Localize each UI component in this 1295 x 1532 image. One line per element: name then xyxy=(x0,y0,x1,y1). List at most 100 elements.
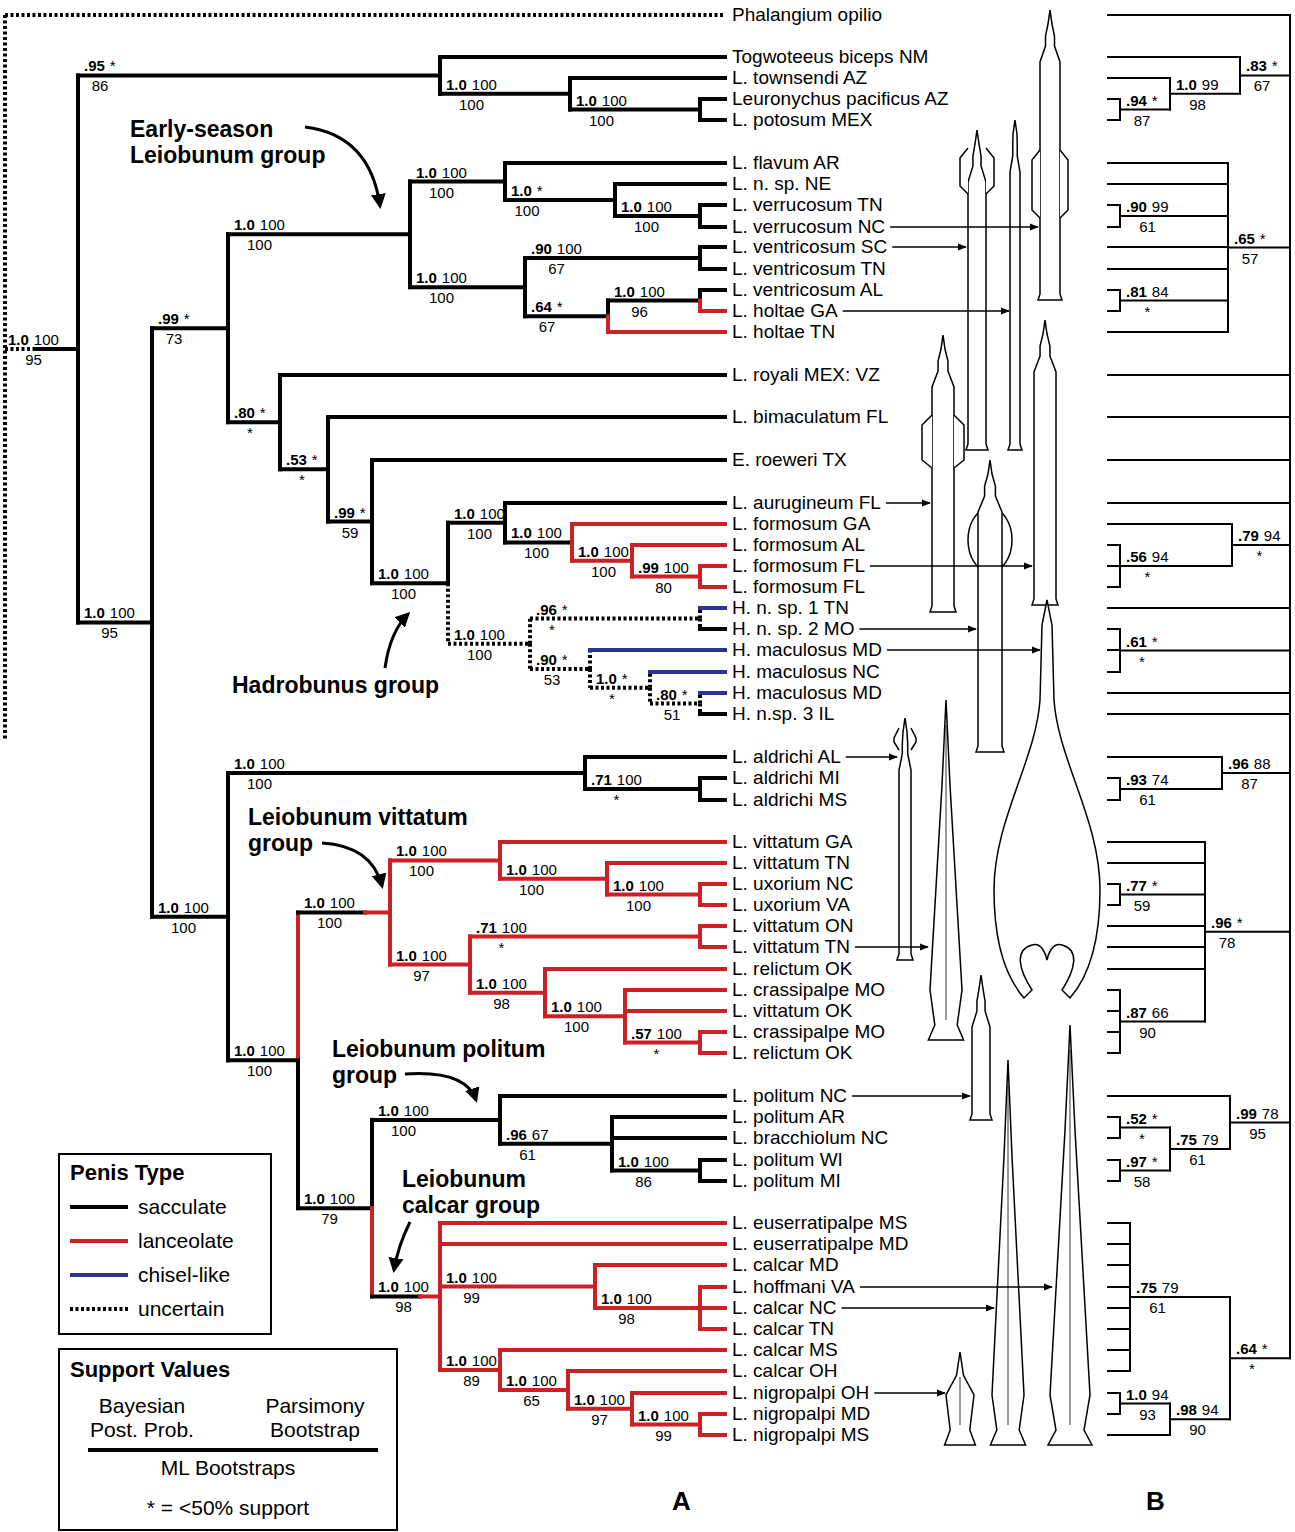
support-values: 1.0100 xyxy=(446,77,497,92)
shaft-midline xyxy=(1008,1085,1009,1425)
posterior-probability: .80 xyxy=(234,404,255,421)
parsimony-bootstrap: 100 xyxy=(502,919,527,936)
branch-vertical xyxy=(606,316,610,332)
branch xyxy=(700,1051,725,1055)
ml-bootstrap: 100 xyxy=(416,185,467,200)
group-pointer-arrow xyxy=(394,1222,410,1270)
support-values: 1.0100 xyxy=(396,948,447,963)
branch xyxy=(700,309,725,313)
posterior-probability: 1.0 xyxy=(578,543,599,560)
posterior-probability: .99 xyxy=(158,310,179,327)
branch xyxy=(700,118,725,122)
parsimony-bootstrap: * xyxy=(557,298,563,315)
taxon-name: L. aurugineum FL xyxy=(732,492,881,514)
branch xyxy=(1108,162,1228,164)
branch xyxy=(1108,310,1120,312)
branch-vertical xyxy=(630,1393,634,1409)
taxon-name: L. nigropalpi OH xyxy=(732,1382,869,1404)
penis-drawing xyxy=(928,700,963,1040)
posterior-probability: .97 xyxy=(1126,1153,1147,1170)
parsimony-bootstrap: 100 xyxy=(260,755,285,772)
posterior-probability: .96 xyxy=(506,1126,527,1143)
support-values: 1.0100 xyxy=(614,284,665,299)
support-values: .80* xyxy=(234,405,266,420)
taxon-name: H. n. sp. 1 TN xyxy=(732,597,849,619)
branch xyxy=(615,182,725,186)
branch-vertical xyxy=(593,1287,597,1309)
ml-bootstrap: 100 xyxy=(576,113,627,128)
ml-bootstrap: 65 xyxy=(506,1393,557,1408)
branch-vertical xyxy=(226,234,230,328)
branch-vertical xyxy=(1119,1011,1121,1022)
ml-bootstrap: 61 xyxy=(1136,1300,1179,1315)
parsimony-bootstrap: 100 xyxy=(602,92,627,109)
ml-bootstrap: 98 xyxy=(476,996,527,1011)
branch-vertical xyxy=(1289,651,1291,687)
branch xyxy=(1120,1403,1170,1405)
penis-drawing xyxy=(990,1060,1025,1445)
penis-drawing xyxy=(1008,120,1022,450)
posterior-probability: 1.0 xyxy=(551,998,572,1015)
branch xyxy=(1108,1349,1130,1351)
posterior-probability: .93 xyxy=(1126,771,1147,788)
branch xyxy=(1108,607,1290,609)
posterior-probability: 1.0 xyxy=(511,524,532,541)
branch xyxy=(700,288,725,292)
branch xyxy=(1108,502,1290,504)
branch-vertical xyxy=(278,375,282,422)
branch-vertical xyxy=(1119,216,1121,227)
clade-group-label: Leiobunum vittatum group xyxy=(248,804,498,856)
taxon-name: L. vittatum GA xyxy=(732,831,852,853)
legend-row: sacculate xyxy=(60,1195,270,1221)
branch xyxy=(1120,215,1228,217)
branch-vertical xyxy=(623,1016,627,1042)
posterior-probability: .75 xyxy=(1176,1131,1197,1148)
parsimony-bootstrap: 100 xyxy=(664,559,689,576)
shaft-outline xyxy=(897,718,913,960)
branch-vertical xyxy=(543,993,547,1017)
branch-vertical xyxy=(1289,460,1291,687)
branch xyxy=(440,55,725,59)
ml-bootstrap: * xyxy=(476,940,527,955)
branch-vertical xyxy=(1169,78,1171,94)
posterior-probability: .87 xyxy=(1126,1004,1147,1021)
posterior-probability: .94 xyxy=(1126,92,1147,109)
branch-vertical xyxy=(630,1409,634,1425)
parsimony-bootstrap: 100 xyxy=(330,1190,355,1207)
posterior-probability: .96 xyxy=(1211,914,1232,931)
support-values: 1.0100 xyxy=(574,1392,625,1407)
shaft-outline xyxy=(1032,320,1058,605)
branch-vertical xyxy=(1129,1223,1131,1297)
parsimony-bootstrap: * xyxy=(562,601,568,618)
taxon-name: Togwoteeus biceps NM xyxy=(732,46,928,68)
branch xyxy=(1108,1434,1170,1436)
legend-swatch xyxy=(68,1263,130,1287)
taxon-name: L. relictum OK xyxy=(732,1042,852,1064)
branch xyxy=(625,988,725,992)
taxon-name: L. ventricosum AL xyxy=(732,279,883,301)
posterior-probability: .80 xyxy=(656,686,677,703)
ml-bootstrap: 95 xyxy=(8,352,59,367)
ml-bootstrap: 67 xyxy=(531,319,563,334)
taxon-name: Phalangium opilio xyxy=(732,4,882,26)
taxon-name: L. aldrichi AL xyxy=(732,746,841,768)
parsimony-bootstrap: * xyxy=(312,451,318,468)
branch xyxy=(1108,226,1120,228)
branch-vertical xyxy=(648,688,652,704)
branch-vertical xyxy=(1221,757,1223,773)
posterior-probability: .96 xyxy=(1228,755,1249,772)
leader-arrow xyxy=(852,1095,970,1096)
legend-line-sample xyxy=(70,1205,128,1209)
support-values: .90* xyxy=(536,652,568,667)
branch-vertical xyxy=(76,75,80,349)
leader-arrow xyxy=(887,649,1040,650)
branch xyxy=(78,620,152,624)
branch xyxy=(1108,756,1222,758)
support-values: .64* xyxy=(531,299,563,314)
posterior-probability: .57 xyxy=(631,1025,652,1042)
penis-drawing xyxy=(1048,1025,1092,1445)
legend-swatch xyxy=(68,1229,130,1253)
branch-vertical xyxy=(630,561,634,577)
branch xyxy=(1108,1307,1130,1309)
branch xyxy=(700,97,725,101)
